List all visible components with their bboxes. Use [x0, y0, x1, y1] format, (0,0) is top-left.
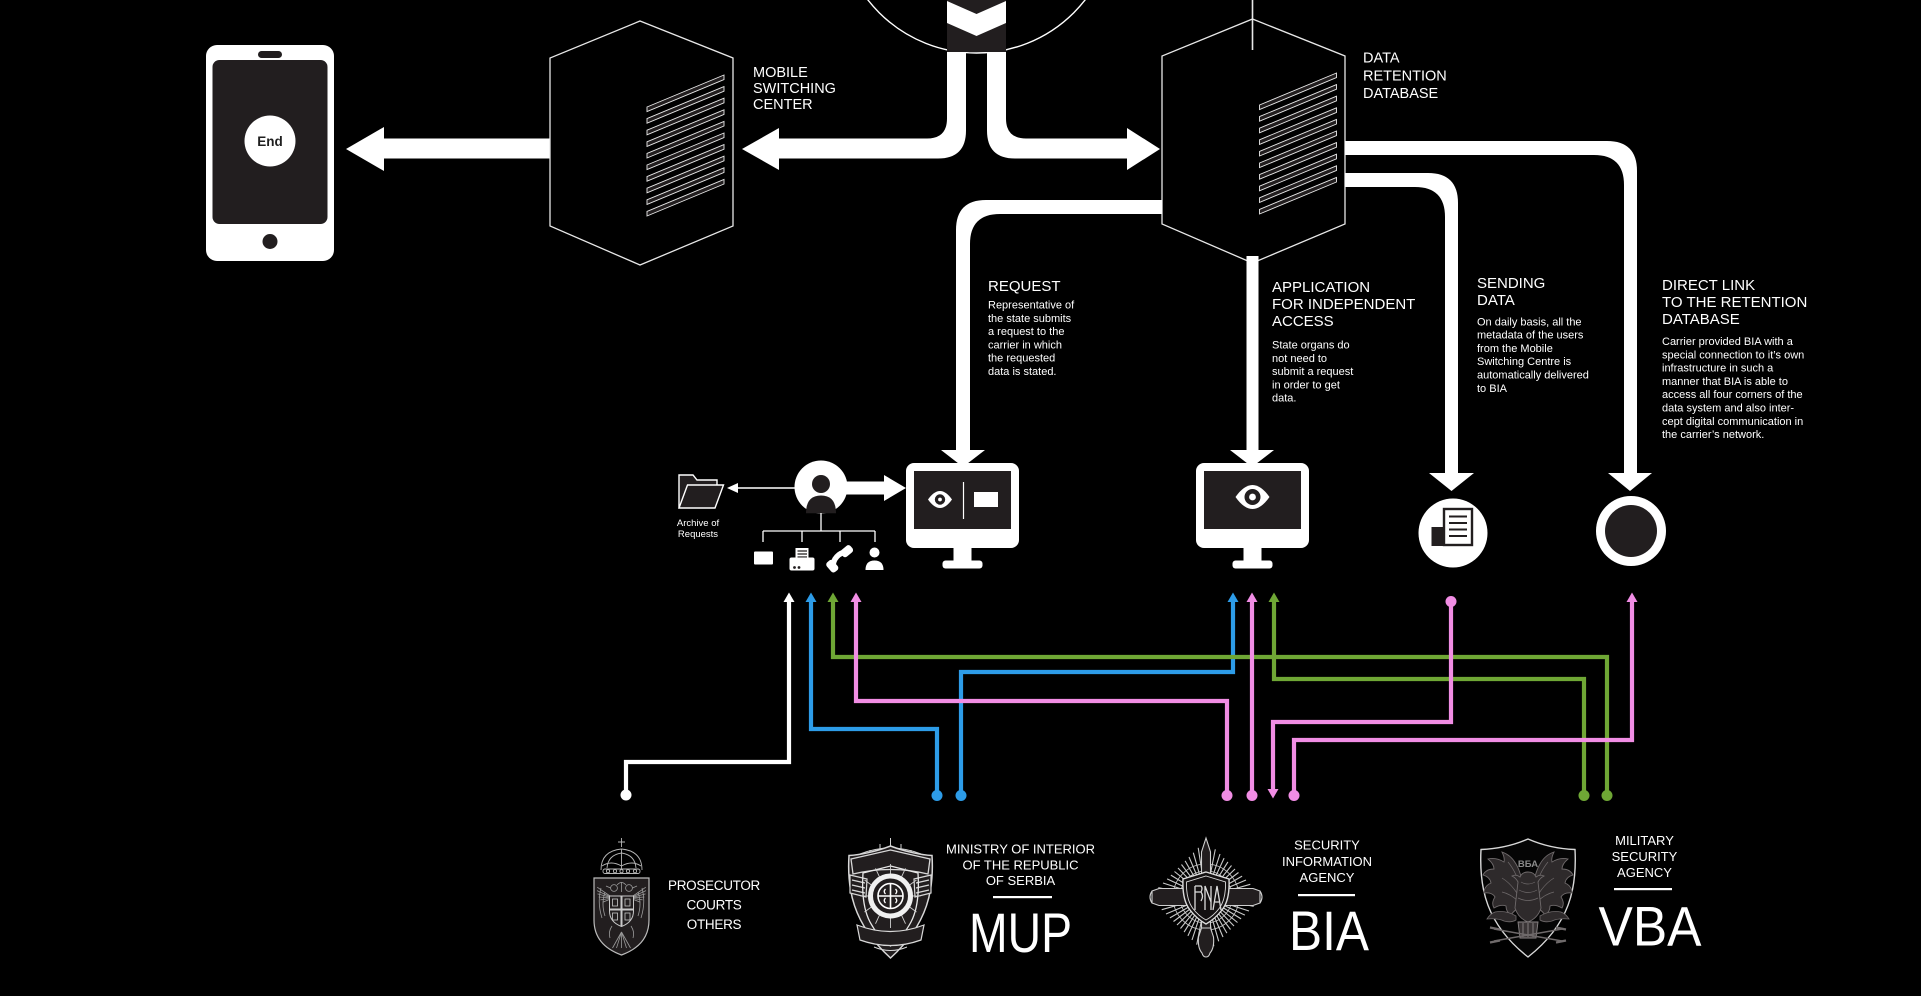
svg-text:manner that BIA is able to: manner that BIA is able to: [1662, 376, 1788, 388]
svg-text:REQUEST: REQUEST: [988, 278, 1061, 295]
svg-text:OF SERBIA: OF SERBIA: [986, 873, 1056, 888]
svg-text:COURTS: COURTS: [687, 898, 742, 913]
svg-text:Switching Centre is: Switching Centre is: [1477, 356, 1572, 368]
svg-text:VBA: VBA: [1599, 895, 1703, 958]
svg-text:carrier in which: carrier in which: [988, 339, 1062, 351]
svg-text:OF THE REPUBLIC: OF THE REPUBLIC: [962, 858, 1078, 873]
svg-text:Representative of: Representative of: [988, 300, 1075, 312]
svg-text:to BIA: to BIA: [1477, 383, 1508, 395]
svg-text:DATA: DATA: [1363, 51, 1400, 67]
svg-text:INFORMATION: INFORMATION: [1282, 854, 1372, 869]
svg-text:DIRECT LINK: DIRECT LINK: [1662, 277, 1755, 294]
svg-text:metadata of the users: metadata of the users: [1477, 330, 1584, 342]
svg-text:SWITCHING: SWITCHING: [753, 81, 836, 97]
svg-text:APPLICATION: APPLICATION: [1272, 279, 1370, 296]
svg-text:BIA: BIA: [1289, 899, 1370, 962]
svg-text:Requests: Requests: [678, 529, 718, 540]
svg-text:data.: data.: [1272, 393, 1296, 405]
svg-text:AGENCY: AGENCY: [1300, 870, 1355, 885]
svg-text:TO THE RETENTION: TO THE RETENTION: [1662, 294, 1807, 311]
svg-text:SECURITY: SECURITY: [1612, 849, 1678, 864]
svg-text:Archive of: Archive of: [677, 518, 720, 529]
svg-text:MOBILE: MOBILE: [753, 65, 808, 81]
svg-text:from the Mobile: from the Mobile: [1477, 343, 1553, 355]
svg-text:End: End: [257, 134, 283, 149]
svg-text:submit a request: submit a request: [1272, 366, 1353, 378]
svg-text:automatically delivered: automatically delivered: [1477, 370, 1589, 382]
svg-text:ACCESS: ACCESS: [1272, 313, 1334, 330]
svg-text:FOR INDEPENDENT: FOR INDEPENDENT: [1272, 296, 1415, 313]
svg-text:AGENCY: AGENCY: [1617, 865, 1672, 880]
svg-text:MUP: MUP: [969, 901, 1072, 964]
svg-text:data system and also inter-: data system and also inter-: [1662, 403, 1794, 415]
svg-text:a request to the: a request to the: [988, 326, 1064, 338]
svg-text:ВБА: ВБА: [1518, 859, 1538, 870]
svg-text:access all four corners of the: access all four corners of the: [1662, 389, 1803, 401]
svg-text:State organs do: State organs do: [1272, 340, 1350, 352]
svg-text:infrastructure in such a: infrastructure in such a: [1662, 363, 1774, 375]
svg-text:special connection to it’s own: special connection to it’s own: [1662, 349, 1804, 361]
svg-text:SENDING: SENDING: [1477, 275, 1545, 292]
svg-text:DATA: DATA: [1477, 292, 1515, 309]
svg-text:in order to get: in order to get: [1272, 379, 1340, 391]
svg-text:DATABASE: DATABASE: [1363, 86, 1439, 102]
svg-text:MINISTRY OF INTERIOR: MINISTRY OF INTERIOR: [946, 842, 1095, 857]
svg-text:PROSECUTOR: PROSECUTOR: [668, 878, 761, 893]
svg-text:On daily basis, all the: On daily basis, all the: [1477, 316, 1582, 328]
svg-text:MILITARY: MILITARY: [1615, 833, 1674, 848]
svg-text:the state submits: the state submits: [988, 313, 1072, 325]
svg-text:RETENTION: RETENTION: [1363, 69, 1447, 85]
svg-text:cept digital communication in: cept digital communication in: [1662, 416, 1803, 428]
svg-text:SECURITY: SECURITY: [1294, 838, 1360, 853]
svg-text:Carrier provided BIA with a: Carrier provided BIA with a: [1662, 336, 1794, 348]
svg-text:data is stated.: data is stated.: [988, 366, 1057, 378]
svg-text:CENTER: CENTER: [753, 97, 813, 113]
svg-text:the carrier’s network.: the carrier’s network.: [1662, 429, 1764, 441]
svg-text:not need to: not need to: [1272, 353, 1327, 365]
svg-text:OTHERS: OTHERS: [687, 917, 742, 932]
svg-text:DATABASE: DATABASE: [1662, 311, 1740, 328]
svg-text:the requested: the requested: [988, 353, 1055, 365]
